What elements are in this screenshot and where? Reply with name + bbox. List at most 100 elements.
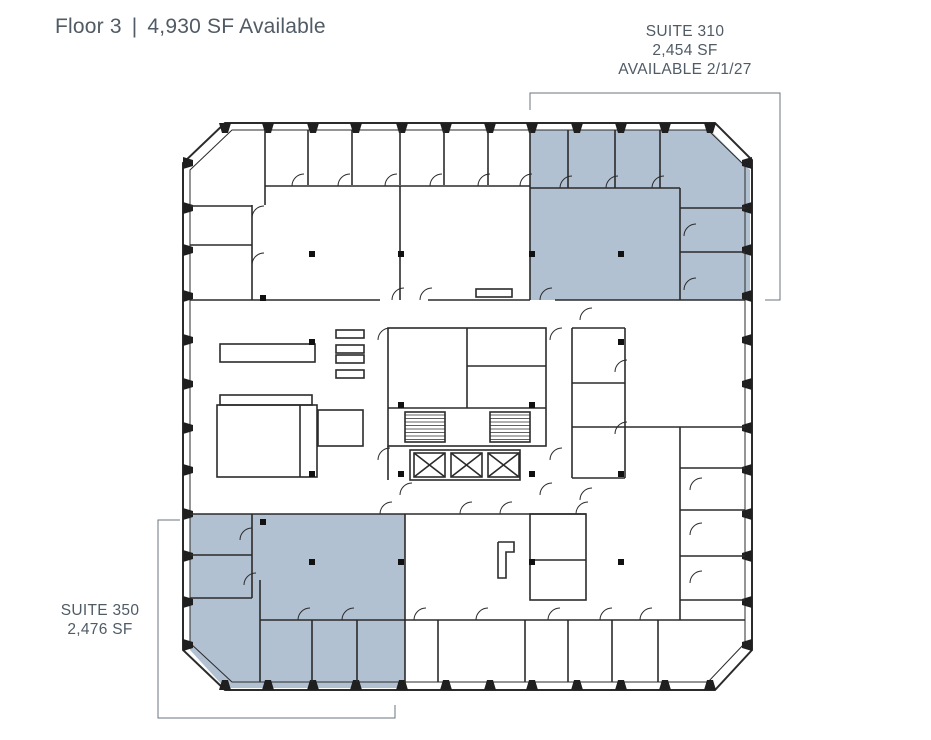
suite-310-area[interactable] [530, 130, 750, 300]
mullion [704, 680, 716, 690]
door-swing [579, 487, 593, 501]
door-swing [549, 327, 563, 341]
suite-310-name: SUITE 310 [645, 23, 725, 40]
door-swing [384, 173, 398, 187]
door-swing [341, 607, 355, 621]
door-swing [429, 173, 443, 187]
mullion [742, 244, 752, 256]
available-area: 4,930 SF Available [147, 15, 326, 38]
mullion [742, 202, 752, 214]
mullion [219, 123, 231, 133]
suite-350-size: 2,476 SF [67, 621, 133, 638]
mullion [307, 680, 319, 690]
mullion [183, 290, 193, 302]
column [260, 295, 266, 301]
mullion [615, 680, 627, 690]
column [529, 402, 535, 408]
mullion [183, 464, 193, 476]
mullion [262, 680, 274, 690]
door-swing [689, 522, 703, 536]
door-swing [599, 607, 613, 621]
suite-310-label[interactable]: SUITE 310 2,454 SF AVAILABLE 2/1/27 [560, 22, 810, 79]
door-swing [291, 173, 305, 187]
suite-350-label[interactable]: SUITE 350 2,476 SF [42, 601, 158, 639]
mullion [742, 157, 752, 169]
mullion [183, 508, 193, 520]
mullion [742, 422, 752, 434]
mullion [183, 334, 193, 346]
mullion [484, 680, 496, 690]
mullion [742, 378, 752, 390]
door-swing [475, 607, 489, 621]
door-swing [689, 477, 703, 491]
column [529, 559, 535, 565]
mullion [183, 378, 193, 390]
suite-350-area[interactable] [190, 514, 405, 688]
mullion [183, 202, 193, 214]
door-swing [683, 223, 697, 237]
door-swing [549, 447, 563, 461]
column [618, 471, 624, 477]
door-swing [413, 607, 427, 621]
door-swing [391, 287, 405, 301]
door-swing [251, 252, 265, 266]
mullion [183, 639, 193, 651]
door-swing [651, 175, 665, 189]
mullion [659, 123, 671, 133]
mullion [183, 596, 193, 608]
mullion [742, 464, 752, 476]
mullion [742, 550, 752, 562]
door-swing [243, 572, 257, 586]
door-swing [499, 501, 513, 515]
floor-label: Floor 3 [55, 15, 122, 38]
mullion [571, 680, 583, 690]
mullion [571, 123, 583, 133]
door-swing [683, 277, 697, 291]
mullion [262, 123, 274, 133]
door-swing [689, 570, 703, 584]
column [398, 559, 404, 565]
column [309, 251, 315, 257]
mullion [440, 123, 452, 133]
mullion [742, 290, 752, 302]
door-swing [519, 173, 533, 187]
mullion [704, 123, 716, 133]
mullion [350, 123, 362, 133]
suite-350-name: SUITE 350 [60, 602, 140, 619]
mullion [219, 680, 231, 690]
column [529, 251, 535, 257]
mullion [183, 422, 193, 434]
door-swings [239, 173, 703, 621]
door-swing [547, 607, 561, 621]
mullion [742, 508, 752, 520]
door-swing [377, 327, 391, 341]
door-swing [614, 359, 628, 373]
mullion [183, 550, 193, 562]
floor-title: Floor 3 | 4,930 SF Available [55, 15, 326, 39]
mullion [659, 680, 671, 690]
callout-lines [157, 92, 781, 719]
column [618, 251, 624, 257]
column [618, 559, 624, 565]
column [398, 251, 404, 257]
door-swing [579, 307, 593, 321]
column [309, 559, 315, 565]
title-separator: | [131, 15, 138, 38]
mullion [615, 123, 627, 133]
door-swing [377, 447, 391, 461]
door-swing [251, 205, 265, 219]
door-swing [539, 482, 553, 496]
column [529, 471, 535, 477]
column [398, 402, 404, 408]
suite-310-size: 2,454 SF [652, 42, 718, 59]
interior-walls [190, 130, 745, 682]
column [309, 471, 315, 477]
mullion [350, 680, 362, 690]
mullion [183, 244, 193, 256]
columns [260, 251, 624, 565]
mullion [484, 123, 496, 133]
door-swing [559, 175, 573, 189]
column [618, 339, 624, 345]
mullion [742, 639, 752, 651]
